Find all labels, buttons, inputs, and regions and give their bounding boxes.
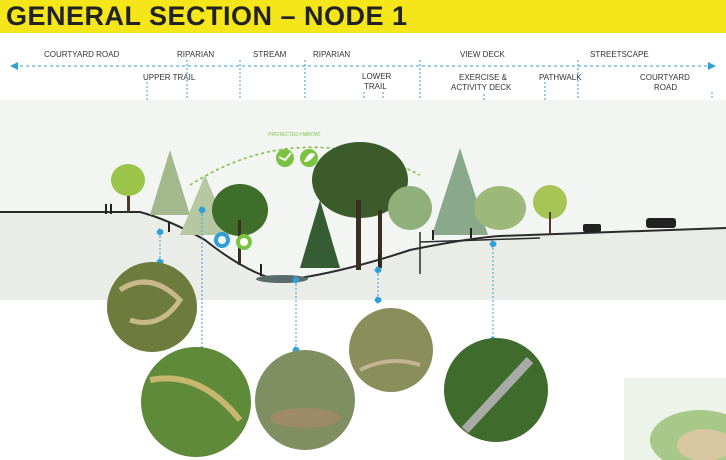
protected-habitat-label: PROTECTED HABITAT bbox=[268, 132, 321, 138]
photo-upper-trail bbox=[107, 262, 197, 352]
label-view-deck: VIEW DECK bbox=[460, 50, 505, 59]
photo-stream bbox=[255, 350, 355, 450]
water-drop-icon bbox=[214, 232, 230, 248]
label-courtyard-road-right-1: COURTYARD bbox=[640, 73, 690, 82]
label-lower-trail-1: LOWER bbox=[362, 72, 392, 81]
people-figures bbox=[105, 204, 472, 276]
photo-lower-trail bbox=[349, 308, 433, 392]
label-courtyard-road-right-2: ROAD bbox=[654, 83, 678, 92]
photo-view-deck bbox=[444, 338, 548, 442]
habitat-arc bbox=[189, 146, 421, 186]
car-icon bbox=[583, 218, 676, 232]
label-courtyard-road-left: COURTYARD ROAD bbox=[44, 50, 120, 59]
label-stream: STREAM bbox=[253, 50, 287, 59]
habitat-leaf-icon bbox=[300, 149, 318, 167]
plant-icon bbox=[236, 234, 252, 250]
dimension-line bbox=[10, 62, 716, 70]
label-upper-trail: UPPER TRAIL bbox=[143, 73, 196, 82]
habitat-bird-icon bbox=[276, 149, 294, 167]
label-riparian-right: RIPARIAN bbox=[313, 50, 351, 59]
label-streetscape: STREETSCAPE bbox=[590, 50, 649, 59]
site-plan-thumbnail bbox=[624, 378, 726, 460]
label-riparian-left: RIPARIAN bbox=[177, 50, 215, 59]
stream-water bbox=[256, 275, 308, 283]
view-deck-structure bbox=[419, 232, 541, 274]
label-exercise-2: ACTIVITY DECK bbox=[451, 83, 512, 92]
label-lower-trail-2: TRAIL bbox=[364, 82, 387, 91]
label-exercise-1: EXERCISE & bbox=[459, 73, 508, 82]
title-band bbox=[0, 0, 726, 33]
tree-group bbox=[111, 142, 567, 270]
photo-riparian bbox=[141, 347, 251, 457]
label-pathwalk: PATHWALK bbox=[539, 73, 582, 82]
page-title: GENERAL SECTION – NODE 1 bbox=[6, 1, 408, 31]
